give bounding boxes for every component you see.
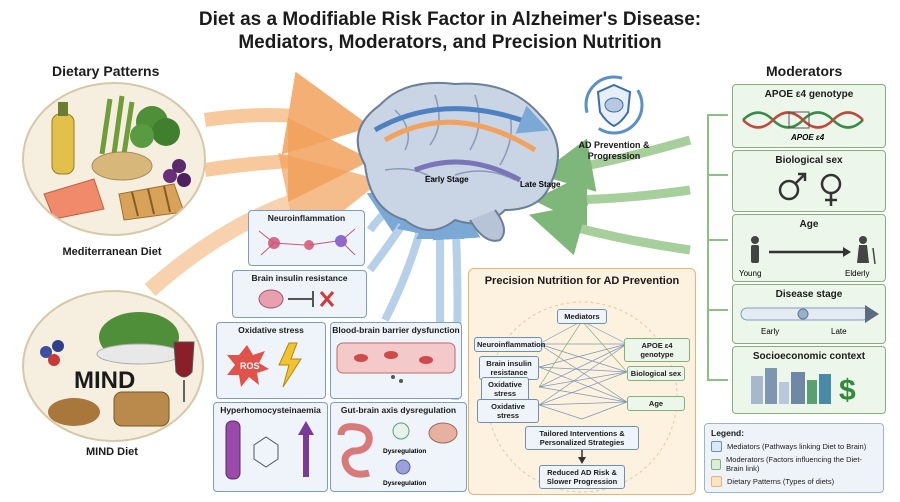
legend-mediator-swatch xyxy=(711,441,722,452)
pn-node-age: Age xyxy=(627,396,685,411)
blood-vessel-icon xyxy=(336,342,456,383)
dollar-icon: $ xyxy=(839,374,856,407)
moderator-apoe: APOE ε4 genotype APOE ε4 xyxy=(732,84,886,148)
dietary-patterns-heading: Dietary Patterns xyxy=(52,63,160,79)
oxidative-stress-label: Oxidative stress xyxy=(238,325,304,335)
moderators-heading: Moderators xyxy=(766,63,843,79)
pn-node-mediators: Mediators xyxy=(557,309,607,324)
diet-arrow-1 xyxy=(203,71,372,155)
moderator-biological-sex: Biological sex xyxy=(732,150,886,212)
ros-burst-icon: ROS xyxy=(227,342,302,388)
neuroinflammation-label: Neuroinflammation xyxy=(267,213,346,223)
pn-node-insulin: Brain insulin resistance xyxy=(479,356,539,380)
mediterranean-food-illustration xyxy=(43,95,191,221)
precision-nutrition-panel: Precision Nutrition for AD Prevention Me… xyxy=(468,268,696,495)
moderator-socioeconomic: Socioeconomic context $ xyxy=(732,346,886,414)
mediator-bbb-dysfunction: Blood-brain barrier dysfunction xyxy=(330,322,462,399)
moderator-age: Age Young Elderly xyxy=(732,214,886,282)
apoe-sublabel: APOE ε4 xyxy=(790,133,825,142)
apoe-title: APOE ε4 genotype xyxy=(764,89,854,100)
pn-node-sex: Biological sex xyxy=(627,366,685,381)
age-progression-icon: Young Elderly xyxy=(739,236,876,278)
dysregulation-label-2: Dysregulation xyxy=(383,480,426,487)
legend-title: Legend: xyxy=(711,428,745,438)
legend-mediators: Mediators (Pathways linking Diet to Brai… xyxy=(711,441,877,452)
ad-prevention-label: AD Prevention & Progression xyxy=(578,140,650,161)
age-title: Age xyxy=(799,219,819,230)
gut-brain-label: Gut-brain axis dysregulation xyxy=(340,405,457,415)
pn-node-reduced: Reduced AD Risk & Slower Progression xyxy=(539,465,625,489)
mind-diet-label: MIND Diet xyxy=(86,446,138,458)
legend-patterns-text: Dietary Patterns (Types of diets) xyxy=(727,477,835,486)
stage-early-label: Early xyxy=(761,327,779,336)
legend-pattern-swatch xyxy=(711,476,722,487)
age-elderly-label: Elderly xyxy=(845,269,869,278)
ros-label: ROS xyxy=(240,361,260,371)
bbb-label: Blood-brain barrier dysfunction xyxy=(332,325,460,335)
legend-moderators-text: Moderators (Factors influencing the Diet… xyxy=(726,455,862,473)
hyperhomocysteinaemia-label: Hyperhomocysteinaemia xyxy=(220,405,321,415)
title-line-1: Diet as a Modifiable Risk Factor in Alzh… xyxy=(198,9,702,30)
disease-stage-title: Disease stage xyxy=(775,289,843,300)
mind-diet-image: MIND xyxy=(22,290,204,442)
pn-node-oxidative-2: Oxidative stress xyxy=(477,399,539,423)
legend-moderators: Moderators (Factors influencing the Diet… xyxy=(711,455,877,473)
brain-illustration: Early Stage Late Stage xyxy=(356,81,561,242)
mind-badge-text: MIND xyxy=(74,367,135,394)
mediator-gut-brain-axis: Gut-brain axis dysregulation Dysregulati… xyxy=(330,402,467,492)
ad-prevention-shield-icon xyxy=(584,75,644,135)
dna-icon: APOE ε4 xyxy=(742,111,864,142)
mediator-hyperhomocysteinaemia: Hyperhomocysteinaemia xyxy=(213,402,328,492)
page-title: Diet as a Modifiable Risk Factor in Alzh… xyxy=(0,8,900,54)
city-dollar-icon: $ xyxy=(751,368,856,407)
legend-mediators-text: Mediators (Pathways linking Diet to Brai… xyxy=(727,442,867,451)
insulin-blocked-icon xyxy=(258,289,335,309)
pn-node-apoe: APOE ε4 genotype xyxy=(624,338,690,362)
mediator-oxidative-stress: Oxidative stress ROS xyxy=(216,322,326,399)
moderator-arrow-1 xyxy=(538,135,692,192)
pn-node-neuroinflammation: Neuroinflammation xyxy=(474,337,545,352)
moderator-arrow-3 xyxy=(528,203,691,256)
test-tube-icon xyxy=(225,420,314,480)
gut-brain-icon: Dysregulation Dysregulation xyxy=(337,422,458,487)
early-stage-label: Early Stage xyxy=(425,175,469,184)
mediator-neuroinflammation: Neuroinflammation xyxy=(248,210,365,266)
ses-title: Socioeconomic context xyxy=(752,351,866,362)
mediterranean-diet-image xyxy=(22,82,206,236)
age-young-label: Young xyxy=(739,269,761,278)
precision-title: Precision Nutrition for AD Prevention xyxy=(484,275,680,287)
title-line-2: Mediators, Moderators, and Precision Nut… xyxy=(238,32,662,53)
insulin-resistance-label: Brain insulin resistance xyxy=(251,273,348,283)
late-stage-label: Late Stage xyxy=(520,180,561,189)
sex-symbols-icon xyxy=(778,172,842,206)
neuron-icon xyxy=(258,228,356,256)
mediator-insulin-resistance: Brain insulin resistance xyxy=(232,270,367,318)
mediterranean-diet-label: Mediterranean Diet xyxy=(62,246,162,258)
moderator-bracket xyxy=(707,114,728,381)
disease-stage-bar: Early Late xyxy=(740,305,879,336)
stage-late-label: Late xyxy=(831,327,847,336)
dysregulation-label-1: Dysregulation xyxy=(383,448,426,455)
moderator-arrow-2 xyxy=(533,172,691,227)
moderator-disease-stage: Disease stage Early Late xyxy=(732,284,886,344)
pn-node-oxidative-1: Oxidative stress xyxy=(481,377,529,401)
diet-arrow-2 xyxy=(203,118,372,203)
diet-arrow-3 xyxy=(144,152,382,296)
legend-patterns: Dietary Patterns (Types of diets) xyxy=(711,476,877,487)
pn-node-tailored: Tailored Interventions & Personalized St… xyxy=(525,426,639,450)
legend-moderator-swatch xyxy=(711,458,722,470)
sex-title: Biological sex xyxy=(775,155,843,166)
mind-food-illustration: MIND xyxy=(40,312,195,427)
legend-box: Legend: Mediators (Pathways linking Diet… xyxy=(704,423,884,493)
